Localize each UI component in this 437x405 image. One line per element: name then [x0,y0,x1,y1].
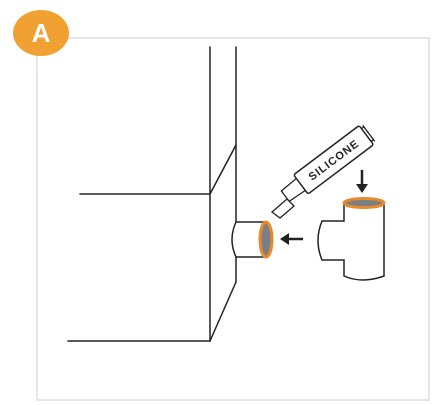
wall-top-diagonal [209,144,237,195]
silicone-tube: SILICONE [280,124,376,203]
wall-pipe-stub [231,220,274,259]
arrow-down-icon [356,170,368,193]
wall-bottom-diagonal [209,281,237,342]
tee-fitting [317,197,386,281]
step-badge: A [13,10,69,56]
tee-top-opening [342,197,386,209]
tube-nozzle [270,198,295,219]
wall-pipe-opening [258,220,274,259]
arrow-left-icon [280,233,303,245]
step-badge-label: A [31,17,51,48]
